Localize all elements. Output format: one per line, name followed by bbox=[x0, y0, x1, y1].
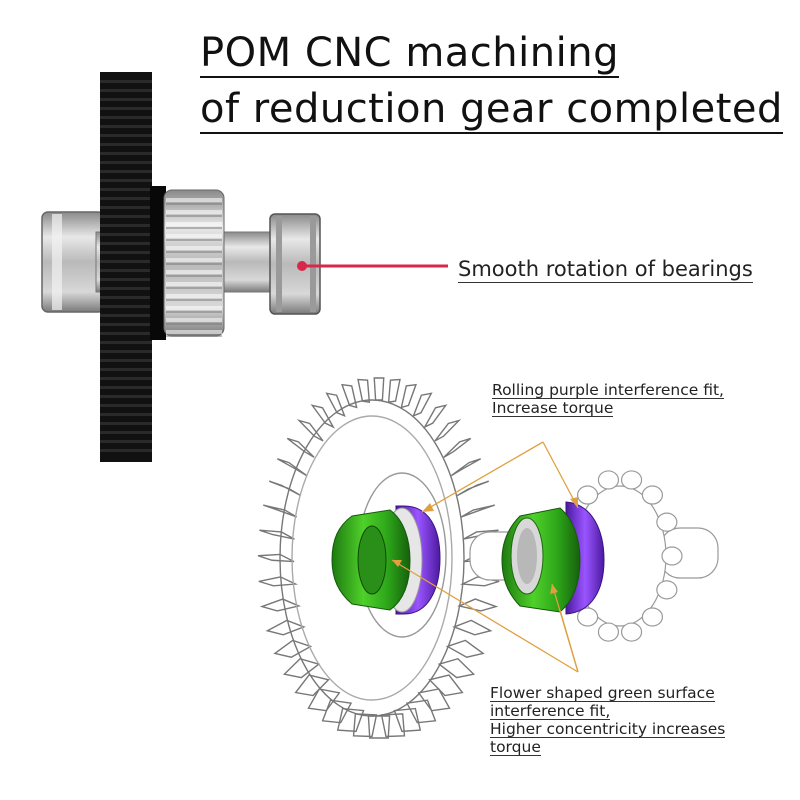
green-callout-line-3: Higher concentricity increases bbox=[490, 720, 726, 738]
green-callout-underline-1 bbox=[490, 701, 715, 702]
green-sleeve-callout: Flower shaped green surface interference… bbox=[490, 684, 726, 756]
purple-callout-underline-2 bbox=[492, 416, 614, 417]
green-callout-underline-2 bbox=[490, 719, 611, 720]
wireframe-gear bbox=[257, 377, 501, 739]
title-underline-1 bbox=[200, 76, 619, 78]
left-bearing bbox=[41, 211, 105, 313]
title-underline-2 bbox=[200, 132, 783, 134]
green-callout-line-4: torque bbox=[490, 738, 541, 756]
leader-arrowheads bbox=[392, 497, 578, 594]
title-line-1-text: POM CNC machining bbox=[200, 30, 619, 76]
right-sleeve-assembly bbox=[501, 501, 605, 615]
purple-callout-underline-1 bbox=[492, 398, 724, 399]
bearing-callout-underline bbox=[458, 282, 753, 283]
title-line-1: POM CNC machining bbox=[200, 30, 619, 78]
title-line-2: of reduction gear completed bbox=[200, 86, 783, 134]
purple-ring-callout: Rolling purple interference fit, Increas… bbox=[492, 381, 724, 417]
bearing-callout-text: Smooth rotation of bearings bbox=[458, 257, 753, 281]
pinion-gear bbox=[163, 189, 225, 337]
bearing-callout: Smooth rotation of bearings bbox=[458, 255, 753, 283]
left-sleeve-assembly bbox=[331, 505, 441, 615]
bearing-pointer bbox=[297, 261, 448, 271]
black-spur-gear bbox=[100, 72, 166, 462]
leader-lines bbox=[391, 441, 579, 673]
green-callout-underline-4 bbox=[490, 755, 541, 756]
right-bearing bbox=[269, 213, 321, 315]
purple-callout-line-2: Increase torque bbox=[492, 399, 614, 417]
green-callout-line-2: interference fit, bbox=[490, 702, 611, 720]
purple-callout-line-1: Rolling purple interference fit, bbox=[492, 381, 724, 399]
green-callout-underline-3 bbox=[490, 737, 726, 738]
title-line-2-text: of reduction gear completed bbox=[200, 86, 783, 132]
green-callout-line-1: Flower shaped green surface bbox=[490, 684, 715, 702]
